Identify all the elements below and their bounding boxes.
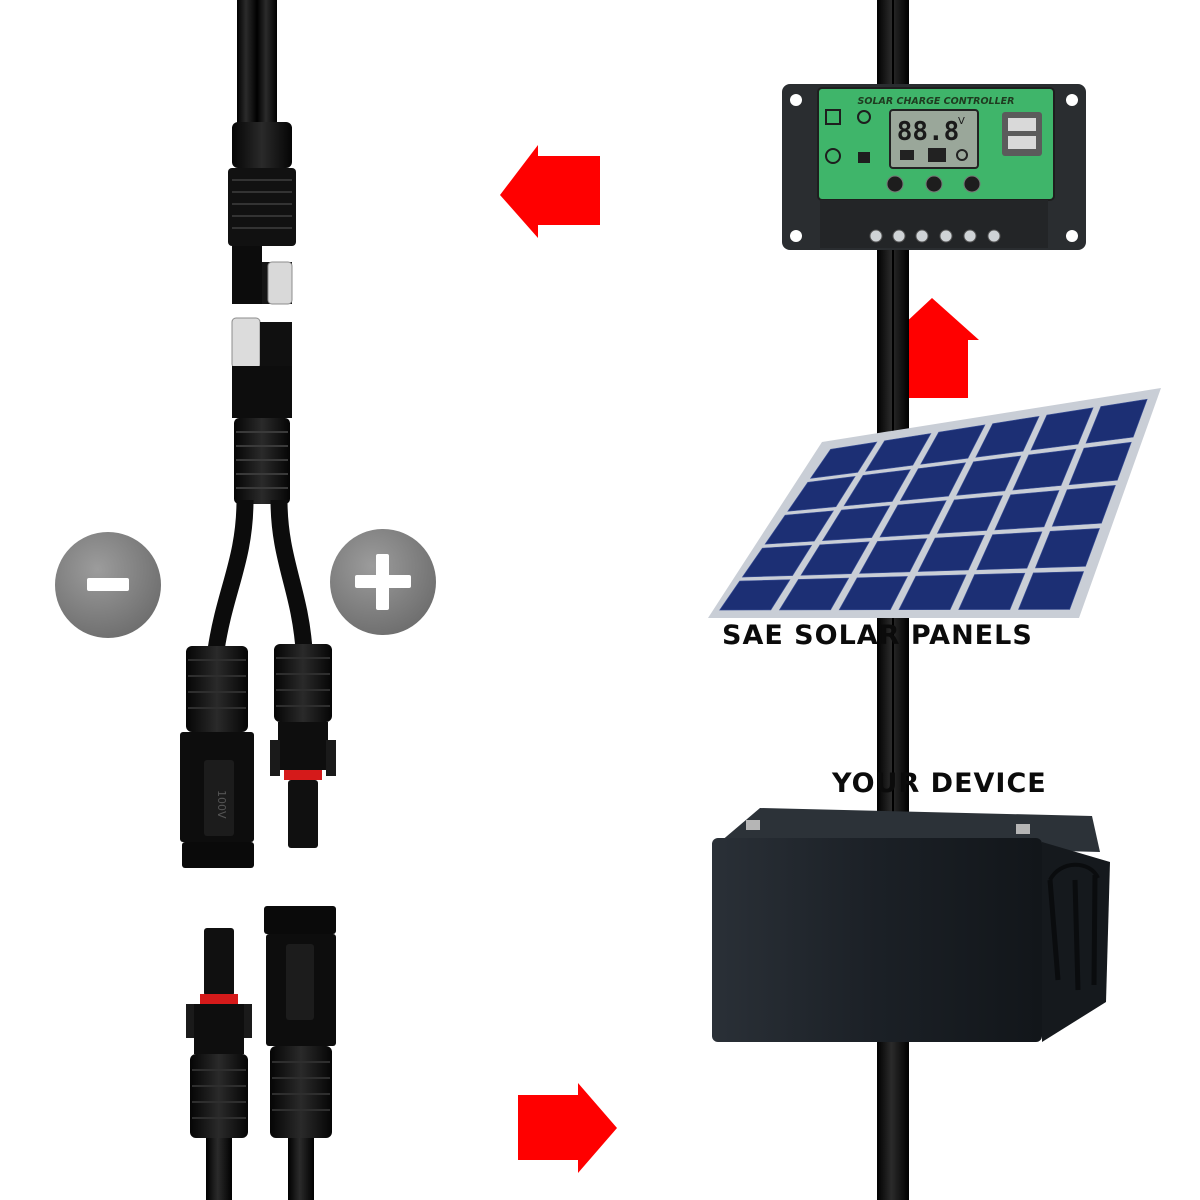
solar-cell — [764, 510, 834, 545]
solar-cell — [719, 579, 791, 611]
solar-cell — [1030, 407, 1094, 451]
solar-cell — [1085, 398, 1148, 444]
solar-cell — [821, 505, 891, 541]
panel-mode-icon — [825, 109, 841, 125]
arrow-right-icon — [518, 1083, 617, 1173]
solar-cell — [936, 495, 1004, 534]
solar-cell — [865, 433, 932, 472]
lcd-reading: 88.8 — [897, 117, 960, 147]
solar-cell — [975, 415, 1040, 458]
solar-cell — [956, 455, 1022, 496]
controller-terminals — [820, 200, 1048, 248]
solar-cell — [994, 490, 1060, 531]
sae-connector-bottom — [231, 317, 292, 504]
cable-positive-branch — [270, 499, 313, 651]
timer-mode-icon — [825, 148, 841, 164]
solar-cell — [1068, 441, 1132, 486]
cable-top-left — [237, 0, 257, 135]
solar-cell — [787, 476, 856, 512]
solar-cell — [838, 576, 908, 611]
solar-cell — [809, 441, 878, 479]
solar-panels-label: SAE SOLAR PANELS — [722, 620, 1033, 651]
sae-connector-top — [228, 122, 296, 305]
solar-cell — [976, 531, 1043, 571]
controller-button-3 — [963, 175, 981, 193]
solar-cell — [899, 462, 967, 501]
cable-negative-branch — [207, 499, 254, 652]
arrow-left-icon — [500, 145, 600, 238]
battery — [712, 808, 1110, 1042]
mc4-male-connector-top — [270, 644, 336, 848]
solar-panel — [708, 388, 1161, 618]
plus-icon — [330, 529, 436, 635]
controller-button-2 — [925, 175, 943, 193]
solar-cell — [778, 577, 850, 611]
mc4-rating-text: 100V — [215, 790, 228, 819]
mc4-female-connector-bottom — [264, 906, 336, 1200]
solar-cell — [1012, 448, 1077, 491]
lcd-unit: V — [958, 116, 965, 127]
mc4-female-connector-top: 100V — [180, 646, 254, 868]
solar-cell — [843, 469, 911, 507]
solar-cell — [898, 574, 967, 611]
solar-charge-controller: SOLAR CHARGE CONTROLLER 88.8 V — [782, 84, 1086, 250]
arrow-up-icon — [887, 298, 979, 398]
solar-cell — [741, 544, 813, 578]
cable-top-right — [257, 0, 277, 135]
solar-cell — [1051, 485, 1116, 527]
solar-cell — [958, 572, 1026, 610]
mc4-male-connector-bottom — [186, 928, 252, 1200]
controller-title: SOLAR CHARGE CONTROLLER — [858, 96, 1015, 107]
solar-panel-cells — [719, 398, 1148, 611]
solar-cell — [1018, 571, 1085, 610]
device-label: YOUR DEVICE — [832, 768, 1047, 799]
solar-cell — [920, 424, 986, 465]
lock-icon — [858, 152, 870, 163]
solar-cell — [879, 500, 947, 538]
solar-cell — [800, 541, 870, 576]
solar-cell — [917, 534, 985, 572]
minus-icon — [55, 532, 161, 638]
solar-cell — [859, 538, 928, 574]
sae-y-cable: 100V — [55, 0, 436, 1200]
solar-cell — [1034, 528, 1100, 569]
sun-mode-icon — [857, 110, 871, 124]
controller-button-1 — [886, 175, 904, 193]
